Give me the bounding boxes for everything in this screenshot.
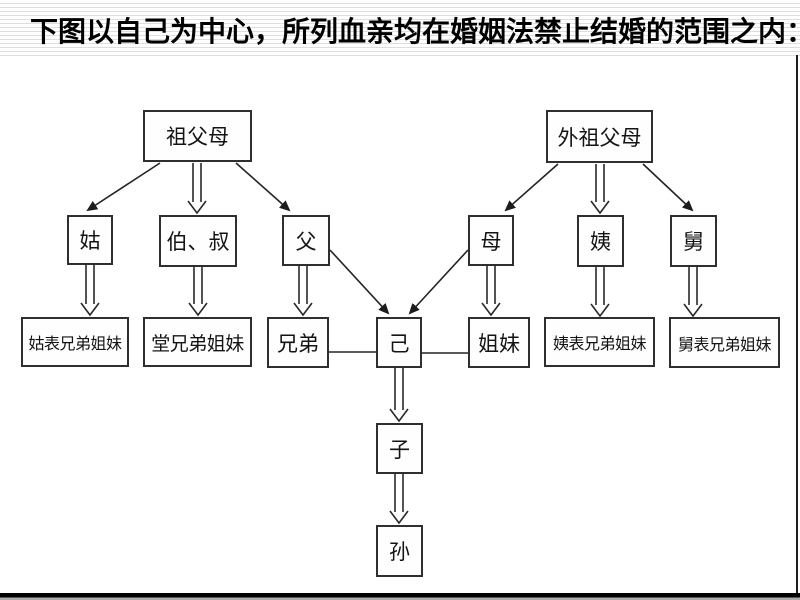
node-paternal-aunt-cousins: 姑表兄弟姐妹 xyxy=(21,317,129,367)
double-arrow-mother-to-sisters xyxy=(481,266,501,317)
node-paternal-uncles: 伯、叔 xyxy=(159,215,237,267)
arrow-maternal-grandparents-to-mother xyxy=(504,163,559,212)
arrow-mother-to-self xyxy=(408,249,469,315)
arrow-maternal-grandparents-to-maternal-uncle xyxy=(642,163,694,212)
node-label: 父 xyxy=(295,229,317,254)
node-brothers: 兄弟 xyxy=(267,317,329,368)
node-grandparents-maternal: 外祖父母 xyxy=(546,110,653,163)
node-sisters: 姐妹 xyxy=(468,317,530,368)
double-arrow-grandparents-to-paternal-uncles xyxy=(187,163,207,215)
node-label: 子 xyxy=(389,437,410,462)
kinship-diagram: 祖父母 外祖父母 姑 伯、叔 父 母 姨 舅 姑表兄弟姐妹 堂兄弟姐妹 兄弟 xyxy=(0,60,800,590)
slide-bottom-bar xyxy=(0,593,800,600)
node-grandparents-paternal: 祖父母 xyxy=(143,110,252,162)
double-arrow-maternal-grandparents-to-maternal-aunt xyxy=(590,164,610,215)
arrow-father-to-self xyxy=(329,249,390,315)
node-self: 己 xyxy=(376,317,422,368)
node-label: 母 xyxy=(480,229,502,254)
arrow-grandparents-to-paternal-aunt xyxy=(86,162,161,212)
double-arrow-maternal-aunt-to-cousins xyxy=(590,267,610,318)
node-maternal-aunt: 姨 xyxy=(577,215,624,267)
double-arrow-paternal-uncles-to-cousins xyxy=(188,267,208,317)
arrow-grandparents-to-father xyxy=(235,162,291,212)
node-label: 姑表兄弟姐妹 xyxy=(28,334,122,353)
node-maternal-aunt-cousins: 姨表兄弟姐妹 xyxy=(544,317,655,367)
node-label: 舅表兄弟姐妹 xyxy=(677,334,772,354)
node-grandson: 孙 xyxy=(376,525,423,577)
node-label: 堂兄弟姐妹 xyxy=(151,332,244,355)
node-paternal-cousins: 堂兄弟姐妹 xyxy=(143,317,252,367)
node-label: 伯、叔 xyxy=(166,230,230,254)
node-label: 舅 xyxy=(683,230,704,254)
node-son: 子 xyxy=(376,423,423,474)
node-label: 兄弟 xyxy=(277,331,319,356)
double-arrow-maternal-uncle-to-cousins xyxy=(683,267,703,318)
page-title: 下图以自己为中心，所列血亲均在婚姻法禁止结婚的范围之内： xyxy=(30,15,800,48)
node-label: 姑 xyxy=(79,229,101,253)
node-label: 外祖父母 xyxy=(557,125,642,150)
node-paternal-aunt: 姑 xyxy=(67,215,113,265)
node-maternal-uncle-cousins: 舅表兄弟姐妹 xyxy=(669,317,780,368)
node-label: 孙 xyxy=(389,540,410,564)
node-mother: 母 xyxy=(468,215,514,266)
double-arrow-self-to-son xyxy=(389,368,409,423)
node-father: 父 xyxy=(282,215,330,266)
node-label: 己 xyxy=(388,331,410,356)
node-label: 姨表兄弟姐妹 xyxy=(552,334,647,353)
double-arrow-paternal-aunt-to-cousins xyxy=(80,265,100,317)
node-label: 姨 xyxy=(590,230,611,254)
slide-right-border xyxy=(796,55,798,593)
double-arrow-father-to-brothers xyxy=(293,266,313,317)
title-band-stripes xyxy=(0,0,800,56)
double-arrow-son-to-grandson xyxy=(389,474,409,525)
node-maternal-uncle: 舅 xyxy=(670,215,717,267)
node-label: 祖父母 xyxy=(166,125,229,149)
node-label: 姐妹 xyxy=(478,331,520,356)
